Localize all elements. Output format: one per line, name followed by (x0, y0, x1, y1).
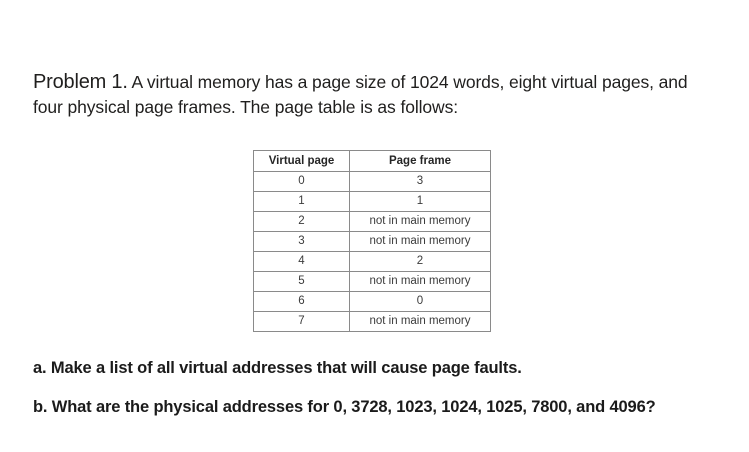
cell-virtual-page: 1 (253, 191, 350, 212)
table-row: 6 0 (253, 291, 491, 312)
problem-statement: Problem 1. A virtual memory has a page s… (33, 70, 713, 120)
cell-page-frame: 2 (349, 251, 491, 272)
cell-page-frame: not in main memory (349, 311, 491, 332)
table-row: 3 not in main memory (253, 231, 491, 252)
question-a: a. Make a list of all virtual addresses … (33, 358, 522, 377)
page-table: Virtual page Page frame 0 3 1 1 2 not in… (253, 150, 491, 332)
table-row: 1 1 (253, 191, 491, 212)
cell-virtual-page: 2 (253, 211, 350, 232)
problem-label: Problem 1. (33, 70, 128, 93)
table-header-row: Virtual page Page frame (253, 150, 491, 172)
table-row: 2 not in main memory (253, 211, 491, 232)
cell-virtual-page: 5 (253, 271, 350, 292)
cell-page-frame: not in main memory (349, 271, 491, 292)
table-row: 5 not in main memory (253, 271, 491, 292)
cell-virtual-page: 4 (253, 251, 350, 272)
question-b: b. What are the physical addresses for 0… (33, 398, 656, 416)
column-header-page-frame: Page frame (349, 150, 491, 172)
page-table-container: Virtual page Page frame 0 3 1 1 2 not in… (253, 150, 491, 332)
table-row: 4 2 (253, 251, 491, 272)
table-row: 0 3 (253, 171, 491, 192)
cell-page-frame: 3 (349, 171, 491, 192)
cell-page-frame: 1 (349, 191, 491, 212)
cell-page-frame: not in main memory (349, 211, 491, 232)
cell-virtual-page: 3 (253, 231, 350, 252)
column-header-virtual-page: Virtual page (253, 150, 350, 172)
cell-virtual-page: 0 (253, 171, 350, 192)
cell-page-frame: not in main memory (349, 231, 491, 252)
table-row: 7 not in main memory (253, 311, 491, 332)
cell-page-frame: 0 (349, 291, 491, 312)
page-table-body: 0 3 1 1 2 not in main memory 3 not in ma… (253, 171, 491, 332)
cell-virtual-page: 7 (253, 311, 350, 332)
questions-list: a. Make a list of all virtual addresses … (33, 340, 723, 419)
cell-virtual-page: 6 (253, 291, 350, 312)
problem-body: A virtual memory has a page size of 1024… (33, 71, 688, 117)
